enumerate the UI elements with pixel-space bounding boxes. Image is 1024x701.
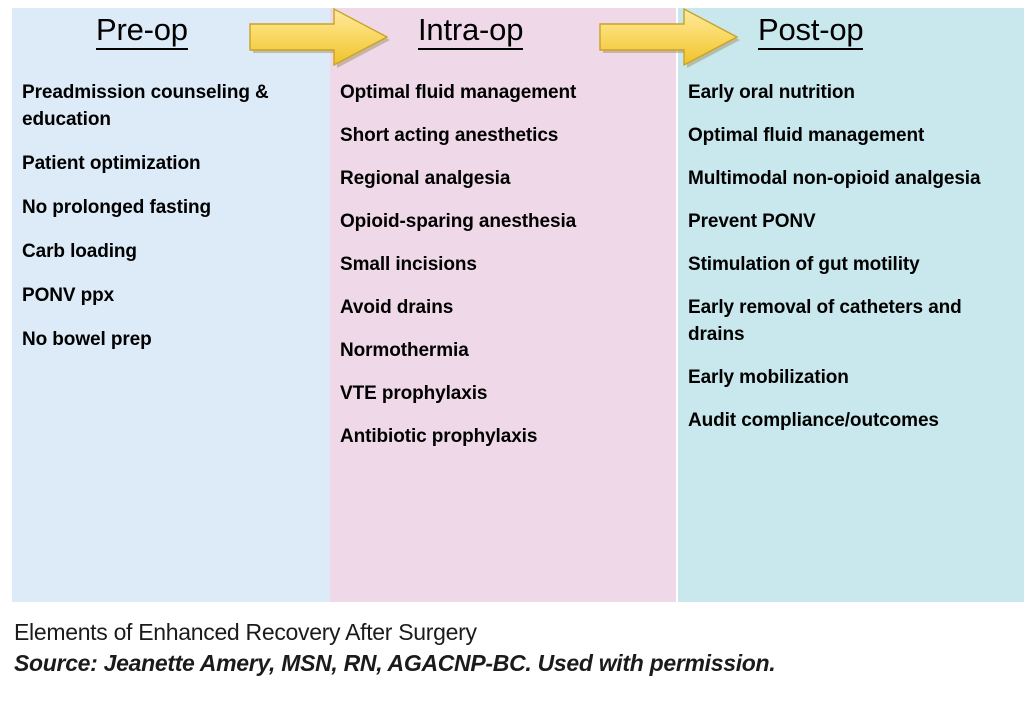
list-item: VTE prophylaxis xyxy=(340,382,488,404)
column-postop: Post-op Early oral nutrition Optimal flu… xyxy=(678,8,1024,602)
caption: Elements of Enhanced Recovery After Surg… xyxy=(14,617,1014,678)
column-intraop-header-text: Intra-op xyxy=(418,12,523,50)
list-item: Audit compliance/outcomes xyxy=(688,409,939,431)
list-item: Optimal fluid management xyxy=(688,124,925,146)
list-item: Stimulation of gut motility xyxy=(688,253,920,275)
list-item: Patient optimization xyxy=(22,152,201,174)
column-preop-header-text: Pre-op xyxy=(96,12,188,50)
list-item: Early oral nutrition xyxy=(688,82,855,103)
list-item: Short acting anesthetics xyxy=(340,124,559,146)
list-item: PONV ppx xyxy=(22,284,115,306)
list-item: Regional analgesia xyxy=(340,167,511,189)
list-item: No bowel prep xyxy=(22,328,152,350)
list-item: Optimal fluid management xyxy=(340,82,577,103)
caption-source: Source: Jeanette Amery, MSN, RN, AGACNP-… xyxy=(14,649,776,676)
list-item: Small incisions xyxy=(340,253,477,275)
list-item: Avoid drains xyxy=(340,296,454,318)
caption-title: Elements of Enhanced Recovery After Surg… xyxy=(14,619,477,645)
column-preop-header: Pre-op xyxy=(12,12,414,50)
column-postop-header-text: Post-op xyxy=(758,12,864,50)
list-item: Prevent PONV xyxy=(688,210,816,232)
list-item: Multimodal non-opioid analgesia xyxy=(688,167,981,189)
list-item: Carb loading xyxy=(22,240,137,262)
list-item: Preadmission counseling & education xyxy=(22,82,269,130)
list-item: Antibiotic prophylaxis xyxy=(340,425,538,447)
column-preop: Pre-op Preadmission counseling & educati… xyxy=(12,8,330,602)
column-intraop-header: Intra-op xyxy=(330,12,764,50)
column-intraop: Intra-op Optimal fluid management Short … xyxy=(330,8,676,602)
column-preop-list: Preadmission counseling & education Pati… xyxy=(22,80,324,371)
list-item: Normothermia xyxy=(340,339,469,361)
column-intraop-list: Optimal fluid management Short acting an… xyxy=(340,80,670,467)
list-item: Early mobilization xyxy=(688,366,849,388)
column-postop-list: Early oral nutrition Optimal fluid manag… xyxy=(688,80,1018,451)
list-item: No prolonged fasting xyxy=(22,196,212,218)
list-item: Early removal of catheters and drains xyxy=(688,296,962,345)
column-postop-header: Post-op xyxy=(678,12,1024,50)
list-item: Opioid-sparing anesthesia xyxy=(340,210,577,232)
